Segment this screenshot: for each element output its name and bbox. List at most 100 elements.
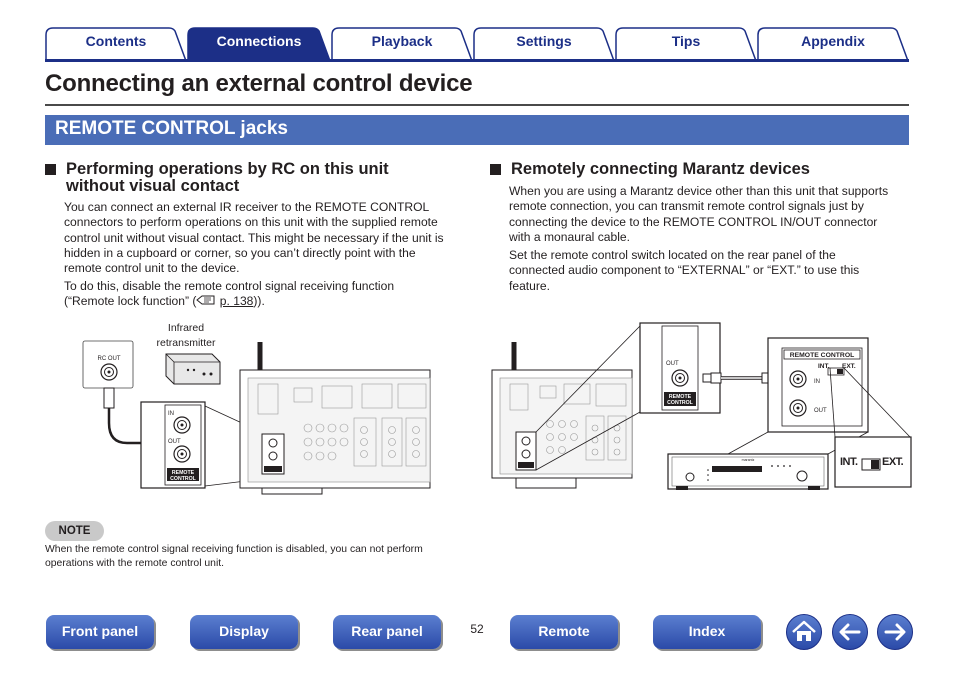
tab-shape <box>187 27 331 61</box>
display-button[interactable]: Display <box>190 615 300 651</box>
switch-ext-label: EXT. <box>882 456 904 468</box>
out-label-2: OUT <box>814 408 827 414</box>
button-label: Rear panel <box>351 623 423 639</box>
button-body <box>333 615 441 649</box>
tab-label: Contents <box>85 33 147 49</box>
home-button[interactable] <box>785 613 823 651</box>
text-line: remote control unit to the device. <box>64 261 240 276</box>
remote-label-line1: REMOTE <box>669 394 692 400</box>
receiver-remote-detail-box <box>639 322 721 414</box>
text-line: Set the remote control switch located on… <box>509 248 836 262</box>
rear-panel-button[interactable]: Rear panel <box>333 615 443 651</box>
button-body <box>190 615 298 649</box>
cable-plug-icon <box>702 373 712 383</box>
ext-label: EXT. <box>842 363 856 370</box>
button-label: Front panel <box>61 623 139 639</box>
tab-appendix[interactable]: Appendix <box>757 27 909 61</box>
ir-led-icon <box>186 368 190 372</box>
brand-label: marantz <box>742 458 755 462</box>
text-line: connecting the device to the REMOTE CONT… <box>509 214 878 229</box>
button-label: Index <box>688 623 726 639</box>
disc-tray-icon <box>712 466 762 472</box>
switch-int-label: INT. <box>840 456 858 468</box>
bullet-square-icon <box>45 164 56 175</box>
callout-line <box>727 431 769 455</box>
small-switch-icon <box>827 367 845 376</box>
text-line: hidden in a cupboard or corner, so you c… <box>64 245 416 260</box>
tab-underline <box>45 59 909 62</box>
tab-tips[interactable]: Tips <box>615 27 757 61</box>
button-body <box>510 615 618 649</box>
callout-line <box>829 367 836 438</box>
ir-led-icon <box>202 372 206 376</box>
out-label: OUT <box>168 439 181 445</box>
arrow-right-icon <box>884 623 906 641</box>
page-title: Connecting an external control device <box>45 70 473 97</box>
text-line: (“Remote lock function” ( p. 138)). <box>64 294 464 309</box>
infrared-label: Infrared <box>168 322 204 334</box>
rc-out-label: RC OUT <box>98 356 121 362</box>
cable-plug-icon <box>103 387 115 409</box>
button-label: Remote <box>538 623 590 639</box>
text-line: remote connection, you can transmit remo… <box>509 199 864 214</box>
right-paragraph-2: Set the remote control switch located on… <box>509 248 911 294</box>
remote-button[interactable]: Remote <box>510 615 620 651</box>
tab-shape <box>757 27 909 61</box>
tab-connections[interactable]: Connections <box>187 27 331 61</box>
remote-control-label-plate <box>167 468 199 481</box>
tab-shape <box>473 27 615 61</box>
rear-panel-connectors <box>257 383 427 467</box>
out-label: OUT <box>666 361 679 367</box>
remote-control-panel-inner <box>164 404 202 486</box>
left-heading-line2: without visual contact <box>66 177 240 195</box>
section-title: REMOTE CONTROL jacks <box>55 118 288 139</box>
tab-playback[interactable]: Playback <box>331 27 473 61</box>
tab-bar: Contents Connections Playback Settings T… <box>45 27 909 61</box>
panel-title-label: REMOTE CONTROL <box>790 352 855 359</box>
power-knob-icon <box>685 472 695 482</box>
page-number: 52 <box>470 622 484 636</box>
forward-button[interactable] <box>876 613 914 651</box>
in-label: IN <box>814 379 820 385</box>
retransmitter-label: retransmitter <box>157 337 216 349</box>
text-line: When you are using a Marantz device othe… <box>509 184 889 198</box>
tab-contents[interactable]: Contents <box>45 27 187 61</box>
button-body <box>653 615 761 649</box>
tab-shape <box>615 27 757 61</box>
text-span: )). <box>253 294 265 309</box>
button-body <box>46 615 154 649</box>
note-text: When the remote control signal receiving… <box>45 544 423 569</box>
reference-hand-icon <box>196 295 215 305</box>
bullet-square-icon <box>490 164 501 175</box>
text-line: connected audio component to “EXTERNAL” … <box>509 263 860 278</box>
front-panel-button[interactable]: Front panel <box>46 615 156 651</box>
text-line: connectors to perform operations on this… <box>64 215 438 230</box>
volume-knob-icon <box>796 470 808 482</box>
right-heading: Remotely connecting Marantz devices <box>490 161 910 178</box>
ir-retransmitter-icon <box>165 353 221 385</box>
text-span: (“Remote lock function” ( <box>64 294 197 309</box>
index-button[interactable]: Index <box>653 615 763 651</box>
left-heading: Performing operations by RC on this unit… <box>45 161 465 195</box>
ir-retransmitter-edge <box>165 353 220 384</box>
title-divider <box>45 104 909 106</box>
left-paragraph-1: You can connect an external IR receiver … <box>64 200 464 276</box>
page-reference-link[interactable]: p. 138 <box>219 294 254 309</box>
text-line: You can connect an external IR receiver … <box>64 200 430 214</box>
remote-label-line1: REMOTE <box>172 470 195 476</box>
remote-label-line2: CONTROL <box>667 400 693 406</box>
home-icon <box>792 620 816 641</box>
tab-label: Appendix <box>801 33 865 49</box>
tab-shape <box>45 27 187 61</box>
back-button[interactable] <box>831 613 869 651</box>
int-label: INT. <box>818 363 830 370</box>
rc-out-jack-inner <box>104 367 114 377</box>
callout-line <box>535 411 641 471</box>
arrow-left-icon <box>839 623 861 641</box>
text-line: control unit without visual contact. Thi… <box>64 230 444 245</box>
tab-label: Settings <box>516 33 572 49</box>
callout-line <box>843 367 911 438</box>
remote-label-line2: CONTROL <box>170 476 196 482</box>
in-label: IN <box>168 411 174 417</box>
tab-settings[interactable]: Settings <box>473 27 615 61</box>
